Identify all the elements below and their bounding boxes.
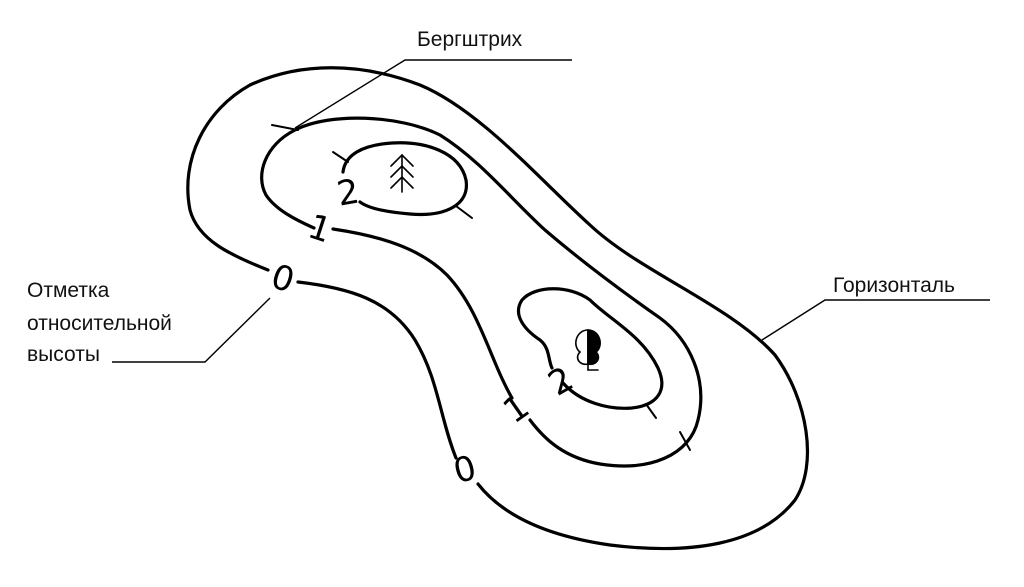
bergstrich-4 [645,403,657,419]
label-bergstrich: Бергштрих [417,28,523,51]
bergstrich-5 [679,431,691,451]
contour-inner-bottom [516,287,664,410]
contour-middle [331,227,514,400]
contour-middle-main [260,116,703,468]
leader-horizontal [761,299,990,341]
bergstrich-3 [455,205,473,219]
contour-label-outer-top: 0 [266,257,299,302]
leader-elevation-mark [112,297,271,363]
label-elevation-mark-line2: относительной [27,312,172,335]
contour-outer-main [186,66,810,551]
conifer-tree-icon [390,153,414,193]
contour-label-outer-bottom: 0 [449,448,480,492]
contour-label-inner-top: 2 [334,171,362,214]
contour-outer [296,280,458,460]
bergstrich-2 [332,151,349,163]
contour-label-inner-bottom: 2 [542,359,581,404]
label-horizontal: Горизонталь [833,274,955,297]
contour-label-middle-bottom: 1 [496,387,537,432]
leader-bergstrich [294,59,572,129]
contour-label-middle-top: 1 [303,207,336,252]
label-elevation-mark-line3: высоты [27,343,100,366]
deciduous-tree-icon [575,329,601,371]
bergstrich-1 [271,124,299,131]
label-elevation-mark-line1: Отметка [27,279,110,302]
contour-inner-top [341,141,468,217]
